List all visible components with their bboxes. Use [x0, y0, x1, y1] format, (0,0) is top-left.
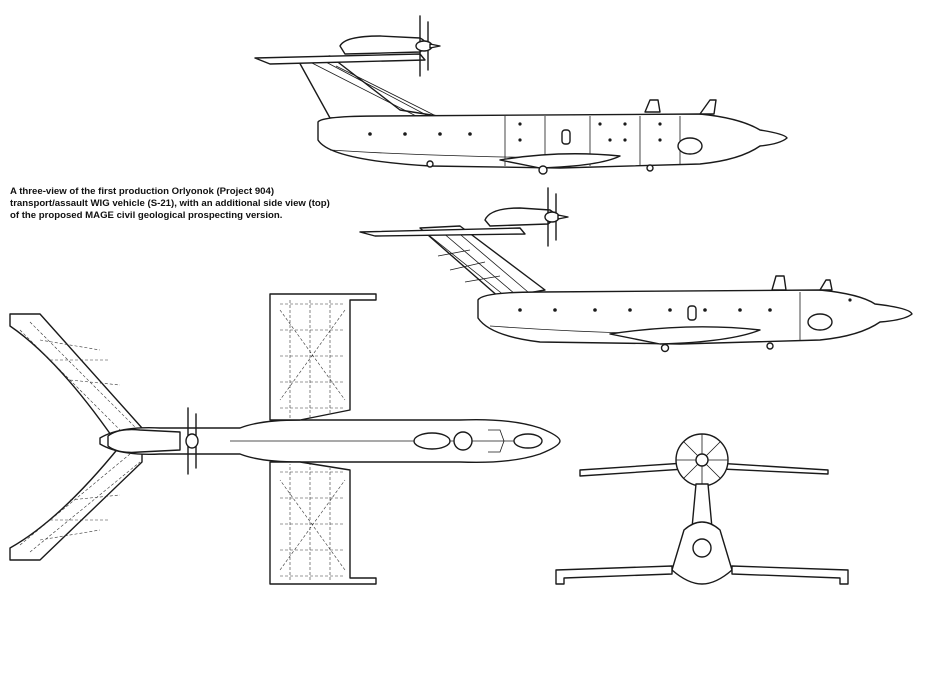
caption-line-1: A three-view of the first production Orl… [10, 186, 275, 197]
s21-propeller [544, 187, 569, 247]
plan-wing-upper [269, 293, 377, 421]
front-wing-right [731, 565, 849, 585]
s21-tail-engine [484, 207, 556, 227]
plan-cockpit-frame [488, 429, 505, 453]
mage-hydroski [499, 153, 621, 169]
plan-intake [413, 432, 451, 450]
s21-windows [518, 298, 852, 312]
s21-door [687, 305, 697, 321]
s21-mast [819, 279, 833, 291]
front-spinner [695, 453, 709, 467]
plan-view [9, 293, 561, 585]
plan-hatch [453, 431, 473, 451]
s21-tailplane [359, 227, 526, 237]
mage-intake [677, 137, 703, 155]
plan-tailplane-upper [9, 313, 143, 449]
s21-tail-fin [419, 225, 546, 299]
mage-propeller [415, 15, 441, 77]
s21-intake [807, 313, 833, 331]
mage-tail-engine [339, 35, 427, 55]
plan-wing-lower [269, 461, 377, 585]
mage-door [561, 129, 571, 145]
mage-windows [368, 122, 662, 142]
side-view-mage [254, 15, 788, 175]
figure-caption: A three-view of the first production Orl… [10, 186, 370, 222]
mage-tailplane [254, 53, 426, 65]
plan-propeller [185, 407, 199, 475]
mage-gear-front [646, 164, 654, 172]
plan-tail-nacelle [107, 428, 181, 454]
side-view-s21 [359, 187, 913, 353]
front-nose [692, 538, 712, 558]
front-wing-left [555, 565, 673, 585]
mage-radome [644, 99, 661, 113]
s21-hydroski [609, 326, 761, 345]
plan-nose [513, 433, 543, 449]
mage-gear-rear [426, 160, 434, 168]
mage-fuselage [317, 113, 788, 169]
mage-gear-main [538, 165, 548, 175]
plan-tailplane-lower [9, 445, 143, 561]
caption-line-2: transport/assault WIG vehicle (S-21), wi… [10, 198, 330, 209]
s21-gear-front [766, 342, 774, 350]
s21-radome [771, 275, 787, 291]
mage-mast [699, 99, 717, 115]
s21-gear-main [660, 343, 670, 353]
caption-line-3: of the proposed MAGE civil geological pr… [10, 210, 283, 221]
front-view [555, 433, 849, 585]
